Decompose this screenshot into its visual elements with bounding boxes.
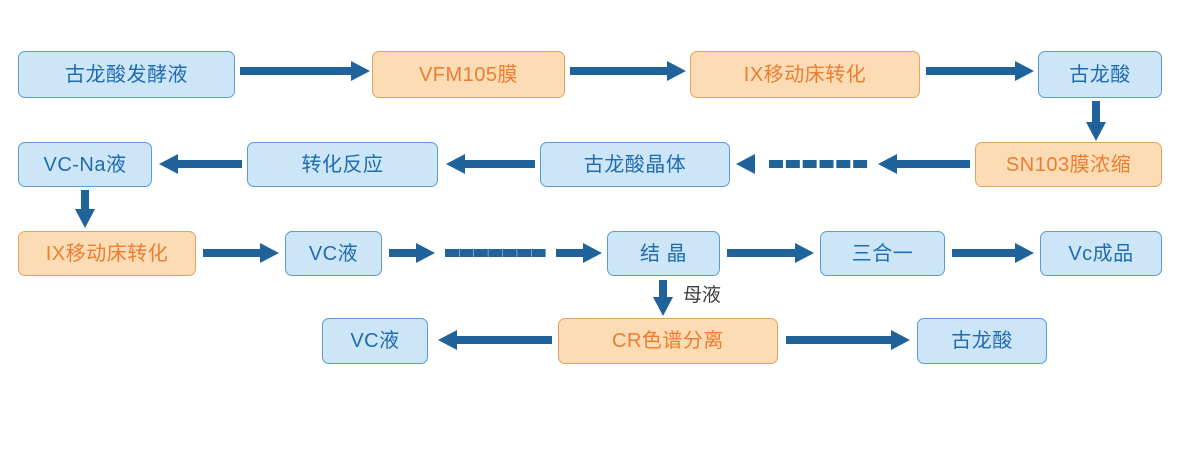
process-node-n3[interactable]: IX移动床转化 (690, 51, 920, 98)
flow-arrow-e12 (952, 240, 1034, 266)
process-node-n12[interactable]: 三合一 (820, 231, 945, 276)
process-node-n1[interactable]: 古龙酸发酵液 (18, 51, 235, 98)
edge-label-l1: 母液 (683, 285, 722, 306)
process-node-n2[interactable]: VFM105膜 (372, 51, 565, 98)
flow-arrow-e13 (650, 280, 676, 316)
flow-arrow-e8 (72, 190, 98, 228)
flow-arrow-e1 (240, 58, 370, 84)
process-node-n5[interactable]: SN103膜浓缩 (975, 142, 1162, 187)
process-node-n8[interactable]: VC-Na液 (18, 142, 152, 187)
flow-arrow-e7 (159, 151, 242, 177)
flow-arrow-e3 (926, 58, 1034, 84)
process-node-n10[interactable]: VC液 (285, 231, 382, 276)
process-node-n9[interactable]: IX移动床转化 (18, 231, 196, 276)
process-node-n14[interactable]: VC液 (322, 318, 428, 364)
flow-arrow-e6 (446, 151, 535, 177)
flow-arrow-e5 (736, 151, 970, 177)
flow-arrow-e14 (438, 327, 552, 353)
flow-arrow-e11 (727, 240, 814, 266)
flow-arrow-e10 (389, 240, 602, 266)
process-node-n13[interactable]: Vc成品 (1040, 231, 1162, 276)
flow-arrow-e15 (786, 327, 910, 353)
process-node-n4[interactable]: 古龙酸 (1038, 51, 1162, 98)
process-node-n11[interactable]: 结 晶 (607, 231, 720, 276)
process-node-n6[interactable]: 古龙酸晶体 (540, 142, 730, 187)
flow-arrow-e9 (203, 240, 279, 266)
flow-arrow-e2 (570, 58, 686, 84)
process-node-n15[interactable]: CR色谱分离 (558, 318, 778, 364)
flow-arrow-e4 (1083, 101, 1109, 141)
process-node-n16[interactable]: 古龙酸 (917, 318, 1047, 364)
process-node-n7[interactable]: 转化反应 (247, 142, 438, 187)
